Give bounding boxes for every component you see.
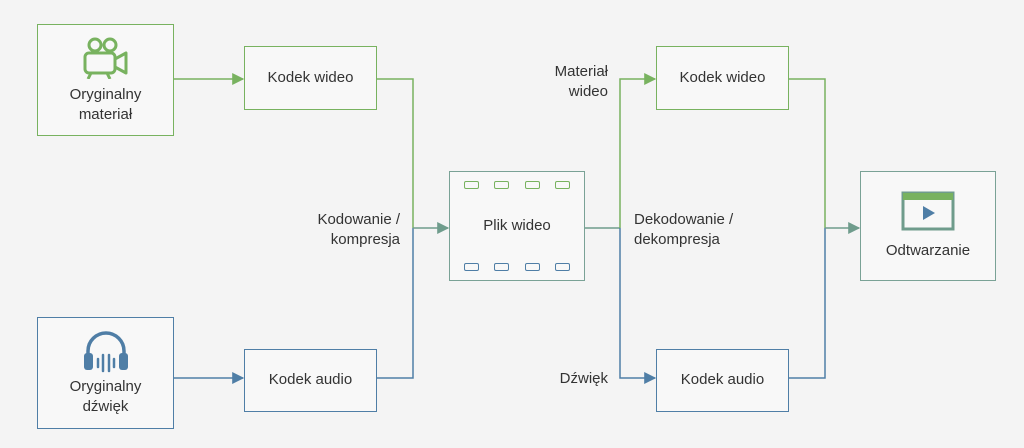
video-codec-encode-label: Kodek wideo xyxy=(267,68,354,86)
line-audio-codec-to-join xyxy=(789,228,826,379)
encoding-label: Kodowanie / kompresja xyxy=(317,210,400,251)
sound-label: Dźwięk xyxy=(559,370,608,387)
playback-label: Odtwarzanie xyxy=(885,241,971,259)
video-material-label-line2: wideo xyxy=(568,83,608,101)
line-audio-codec-to-merge xyxy=(377,228,414,379)
video-codec-decode-label: Kodek wideo xyxy=(679,68,766,86)
line-video-codec-to-join xyxy=(789,78,826,228)
video-codec-encode-node: Kodek wideo xyxy=(244,46,377,110)
video-codec-decode-node: Kodek wideo xyxy=(656,46,789,110)
headphones-icon xyxy=(83,331,128,372)
video-file-label: Plik wideo xyxy=(483,216,551,234)
video-material-label: Materiał wideo xyxy=(555,62,608,103)
decoding-label-line1: Dekodowanie / xyxy=(634,211,734,228)
original-material-node: Oryginalny materiał xyxy=(37,24,174,136)
line-video-codec-to-merge xyxy=(377,78,414,228)
decoding-label-line2: dekompresja xyxy=(634,231,720,249)
original-material-label-line1: Oryginalny xyxy=(69,85,142,103)
encoding-label-line1: Kodowanie / xyxy=(317,211,400,228)
video-file-node: Plik wideo xyxy=(449,171,585,281)
video-player-icon xyxy=(901,191,955,231)
original-sound-label-line1: Oryginalny xyxy=(69,377,142,395)
video-material-label-line1: Materiał xyxy=(554,63,608,80)
audio-codec-encode-label: Kodek audio xyxy=(268,371,353,389)
decoding-label: Dekodowanie / dekompresja xyxy=(634,210,733,251)
arrow-split-to-video-codec xyxy=(619,73,657,228)
original-material-label-line2: materiał xyxy=(78,106,133,123)
original-sound-node: Oryginalny dźwięk xyxy=(37,317,174,429)
original-sound-label-line2: dźwięk xyxy=(82,398,129,415)
arrow-split-to-audio-codec xyxy=(619,228,657,384)
film-strip-bottom-icon xyxy=(450,263,584,271)
video-camera-icon xyxy=(83,37,127,79)
encoding-label-line2: kompresja xyxy=(330,231,400,249)
audio-codec-decode-label: Kodek audio xyxy=(680,371,765,389)
audio-codec-encode-node: Kodek audio xyxy=(244,349,377,412)
film-strip-top-icon xyxy=(450,181,584,189)
audio-codec-decode-node: Kodek audio xyxy=(656,349,789,412)
playback-node: Odtwarzanie xyxy=(860,171,996,281)
